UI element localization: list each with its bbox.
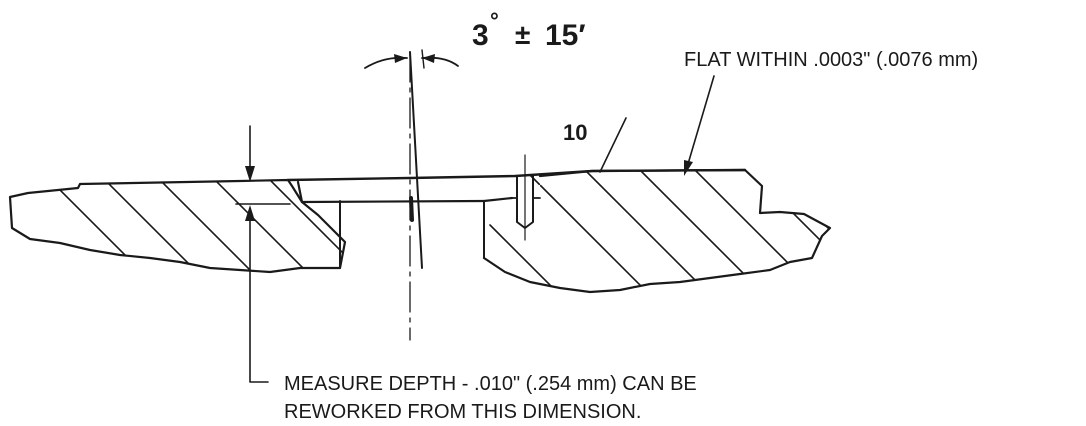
right-section-block <box>482 168 832 294</box>
item-number-label: 10 <box>563 120 587 145</box>
angle-degrees-text: 3 <box>472 19 489 52</box>
flatness-leader <box>684 75 715 176</box>
angle-dimension <box>364 49 459 69</box>
bore-centerline <box>409 51 423 341</box>
counterbore-recess <box>296 180 486 269</box>
angle-minutes-text: 15′ <box>545 19 586 52</box>
flatness-label: FLAT WITHIN .0003" (.0076 mm) <box>684 49 978 71</box>
degree-symbol: ° <box>490 8 499 33</box>
item-10-leader <box>599 117 627 173</box>
measure-note-line2: REWORKED FROM THIS DIMENSION. <box>284 401 641 423</box>
plus-minus-symbol: ± <box>515 19 530 50</box>
dowel-hole <box>511 154 541 241</box>
depth-dimension <box>245 125 269 383</box>
measure-note-line1: MEASURE DEPTH - .010" (.254 mm) CAN BE <box>284 373 697 395</box>
left-section-block <box>8 178 347 274</box>
